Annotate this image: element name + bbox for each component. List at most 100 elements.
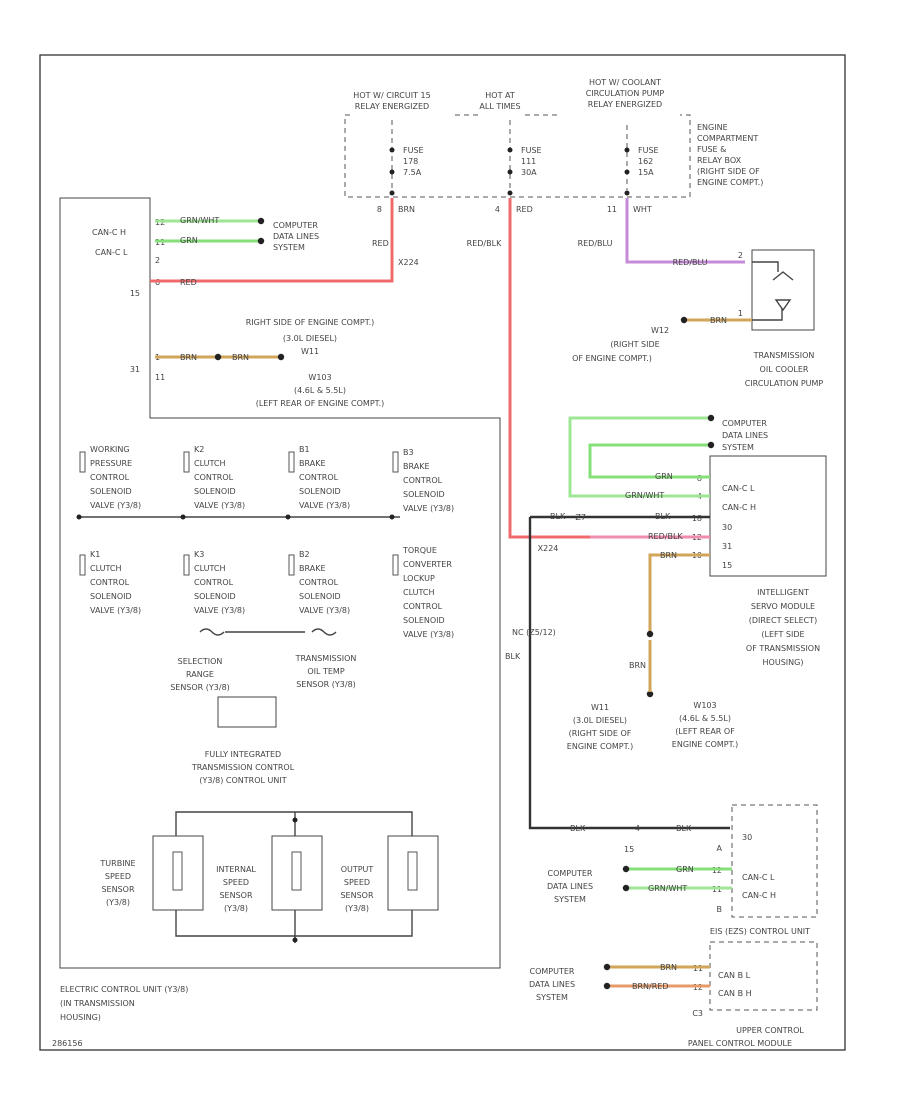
fuse-box-label: RELAY BOX: [697, 156, 742, 165]
solenoid-coil-symbol: [392, 554, 399, 576]
b2-brake-valve-label: VALVE (Y3/8): [299, 606, 350, 615]
ground-w103-label: W103: [308, 373, 331, 382]
pump-pin: 2: [738, 251, 743, 260]
solenoid-coil-symbol: [183, 554, 190, 576]
trans-oil-temp-sensor-label: TRANSMISSION: [295, 654, 357, 663]
speed-sensor-bottom-bus: [175, 910, 413, 937]
pump-ground-label: (RIGHT SIDE: [610, 340, 659, 349]
ecu-label: HOUSING): [60, 1013, 101, 1022]
fuse-3-label: FUSE: [638, 146, 659, 155]
electric-control-unit-outline: [59, 197, 501, 969]
ecu-pin-can-h-label: CAN-C H: [92, 228, 126, 237]
fuse-box-label: COMPARTMENT: [697, 134, 758, 143]
b3-brake-valve-label: VALVE (Y3/8): [403, 504, 454, 513]
internal-sensor-label: (Y3/8): [224, 904, 248, 913]
b2-brake-valve-label: B2: [299, 550, 310, 559]
ism-pin-label: 31: [722, 542, 732, 551]
fuse-3-dot: [624, 147, 630, 153]
upper-panel-label: UPPER CONTROL: [736, 1026, 804, 1035]
ism-pin-label: 30: [722, 523, 732, 532]
pump-box: [751, 249, 815, 331]
ezs-control-unit: 30 CAN-C L CAN-C H A 4 12 11 B 15 GRN GR…: [547, 804, 818, 936]
wire-label: GRN: [180, 236, 198, 245]
fuse-1-label: FUSE: [403, 146, 424, 155]
k3-clutch-valve-label: SOLENOID: [194, 592, 236, 601]
selection-range-sensor-label: SELECTION: [178, 657, 223, 666]
hot-at-all-times-label: ALL TIMES: [479, 102, 520, 111]
pump-pin: 1: [738, 309, 743, 318]
junction-dot: [76, 514, 82, 520]
fuse-3-pin: [624, 190, 630, 196]
pump-label: TRANSMISSION: [753, 351, 815, 360]
k3-clutch-valve-label: CONTROL: [194, 578, 234, 587]
upper-panel-pin-label: CAN B H: [718, 989, 752, 998]
fuse-box-label: ENGINE COMPT.): [697, 178, 763, 187]
fuse-pin-wire: WHT: [633, 205, 652, 214]
wire-label: RED/BLK: [648, 532, 683, 541]
fuse-pin-number: 4: [495, 205, 500, 214]
computer-data-lines-label: DATA LINES: [547, 882, 593, 891]
working-pressure-valve-label: SOLENOID: [90, 487, 132, 496]
fuse-2-pin: [507, 190, 513, 196]
wire-label: BRN: [660, 963, 677, 972]
ground-w1-label: RIGHT SIDE OF ENGINE COMPT.): [246, 318, 375, 327]
ism-label: INTELLIGENT: [757, 588, 809, 597]
fuse-pin-wire: RED: [516, 205, 533, 214]
fuse-3-label: 15A: [638, 168, 654, 177]
fuse-2-label: 30A: [521, 168, 537, 177]
wire-red-blk-ism-power: [508, 198, 590, 539]
connector-dot: [257, 237, 265, 245]
k2-clutch-valve-label: SOLENOID: [194, 487, 236, 496]
ism-ground-w103-label: W103: [693, 701, 716, 710]
connector-label: X224: [398, 258, 419, 267]
ftcu-label: FULLY INTEGRATED: [205, 750, 281, 759]
output-sensor-label: SPEED: [344, 878, 370, 887]
junction-dot: [285, 514, 291, 520]
selection-range-sensor-label: RANGE: [186, 670, 214, 679]
wire-blk-to-ezs: [528, 517, 730, 830]
wire-label: GRN: [655, 472, 673, 481]
k2-clutch-valve-label: VALVE (Y3/8): [194, 501, 245, 510]
connector-label: X224: [538, 544, 559, 553]
wire-label: BLK: [676, 824, 692, 833]
wire-label: BRN/RED: [632, 982, 669, 991]
ecu-pin-15-label: 15: [130, 289, 140, 298]
junction-dot: [389, 514, 395, 520]
relay-coolant-pump-label: CIRCULATION PUMP: [586, 89, 665, 98]
wire-grn-wht-ism-can-h: [568, 416, 710, 498]
ism-ground-w103-label: (4.6L & 5.5L): [679, 714, 731, 723]
speed-sensor-top-bus: [175, 811, 413, 836]
b1-brake-valve-label: B1: [299, 445, 310, 454]
ism-label: SERVO MODULE: [751, 602, 815, 611]
ground-w1-label: W11: [301, 347, 319, 356]
output-speed-sensor: [387, 835, 439, 911]
pump-motor-symbol: [772, 271, 794, 281]
sensor-coil: [407, 851, 418, 891]
wire-brn-ism-ground: [648, 553, 710, 632]
fuse-2-dot: [507, 147, 513, 153]
wire-label: RED: [180, 278, 197, 287]
computer-data-lines-label: SYSTEM: [722, 443, 754, 452]
internal-sensor-label: SENSOR: [219, 891, 252, 900]
ism-label: OF TRANSMISSION: [746, 644, 820, 653]
ftcu-label: (Y3/8) CONTROL UNIT: [199, 776, 286, 785]
fuse-2-label: FUSE: [521, 146, 542, 155]
ism-pin: 18: [692, 514, 702, 523]
selection-range-sensor-label: SENSOR (Y3/8): [170, 683, 230, 692]
computer-data-lines-label: COMPUTER: [548, 869, 593, 878]
turbine-sensor-label: TURBINE: [99, 859, 135, 868]
page-code: 286156: [52, 1039, 83, 1048]
connector-dot: [277, 353, 285, 361]
pump-ground-label: OF ENGINE COMPT.): [572, 354, 652, 363]
output-sensor-label: (Y3/8): [345, 904, 369, 913]
upper-panel-connector: C3: [692, 1009, 703, 1018]
fuse-box-label: ENGINE: [697, 123, 728, 132]
ground-w103-label: (LEFT REAR OF ENGINE COMPT.): [256, 399, 385, 408]
wire-label: BLK: [655, 512, 671, 521]
wire-label: BRN: [710, 316, 727, 325]
fuse-box-outline: [344, 114, 691, 198]
b1-brake-valve-label: BRAKE: [299, 459, 326, 468]
output-sensor-label: OUTPUT: [341, 865, 374, 874]
fuse-1-label: 178: [403, 157, 418, 166]
computer-data-lines-label: SYSTEM: [273, 243, 305, 252]
